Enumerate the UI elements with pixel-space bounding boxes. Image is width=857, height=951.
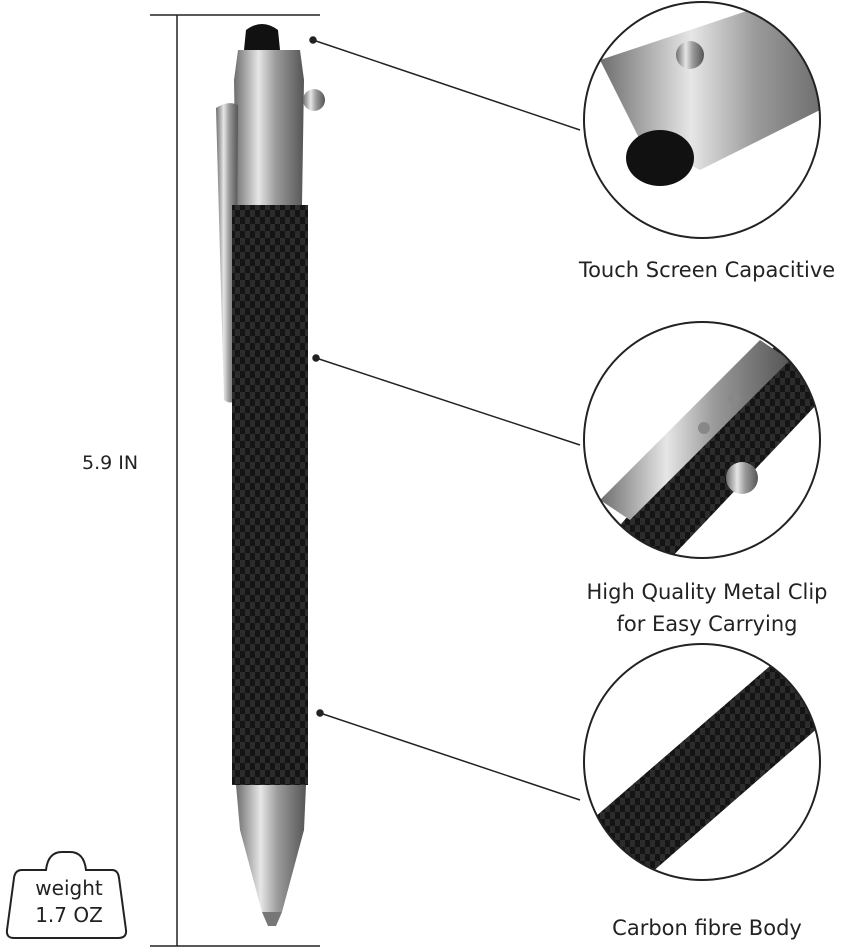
leader-lines: [309, 36, 581, 801]
dimension-line: [150, 14, 320, 947]
feature-label-touch: Touch Screen Capacitive: [578, 258, 836, 282]
detail-carbon-body: [583, 643, 821, 881]
feature-label-clip-2: for Easy Carrying: [616, 612, 798, 636]
detail-metal-clip: [583, 321, 821, 559]
detail-touch-tip: [583, 1, 821, 239]
length-label: 5.9 IN: [82, 452, 139, 474]
feature-label-clip: High Quality Metal Clip: [586, 580, 828, 604]
weight-value: 1.7 OZ: [35, 903, 103, 927]
feature-label-carbon: Carbon fibre Body: [612, 916, 802, 940]
pen: [216, 24, 325, 926]
weight-label: weight: [35, 876, 103, 900]
weight-icon: [5, 851, 128, 939]
